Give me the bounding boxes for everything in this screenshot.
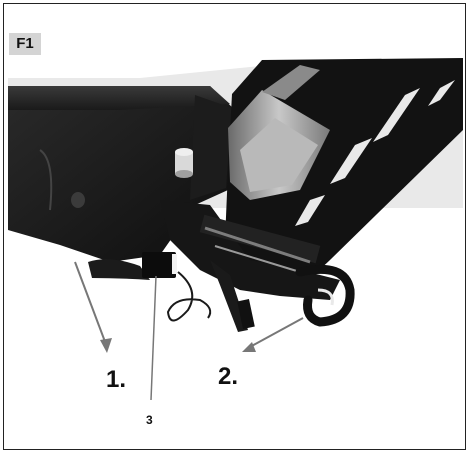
step-2-label: 2. bbox=[218, 363, 239, 390]
release-lever bbox=[88, 252, 255, 332]
figure-label: F1 bbox=[9, 33, 41, 55]
callout-3-label: 3 bbox=[146, 413, 153, 427]
arrow-step-2 bbox=[242, 317, 304, 352]
magazine-rail bbox=[225, 58, 463, 290]
latch-mechanism bbox=[160, 200, 355, 327]
step-1-label: 1. bbox=[106, 366, 127, 393]
arrow-step-1 bbox=[74, 261, 112, 353]
cylinder-pin bbox=[175, 148, 193, 178]
callout-line-3 bbox=[150, 275, 157, 401]
